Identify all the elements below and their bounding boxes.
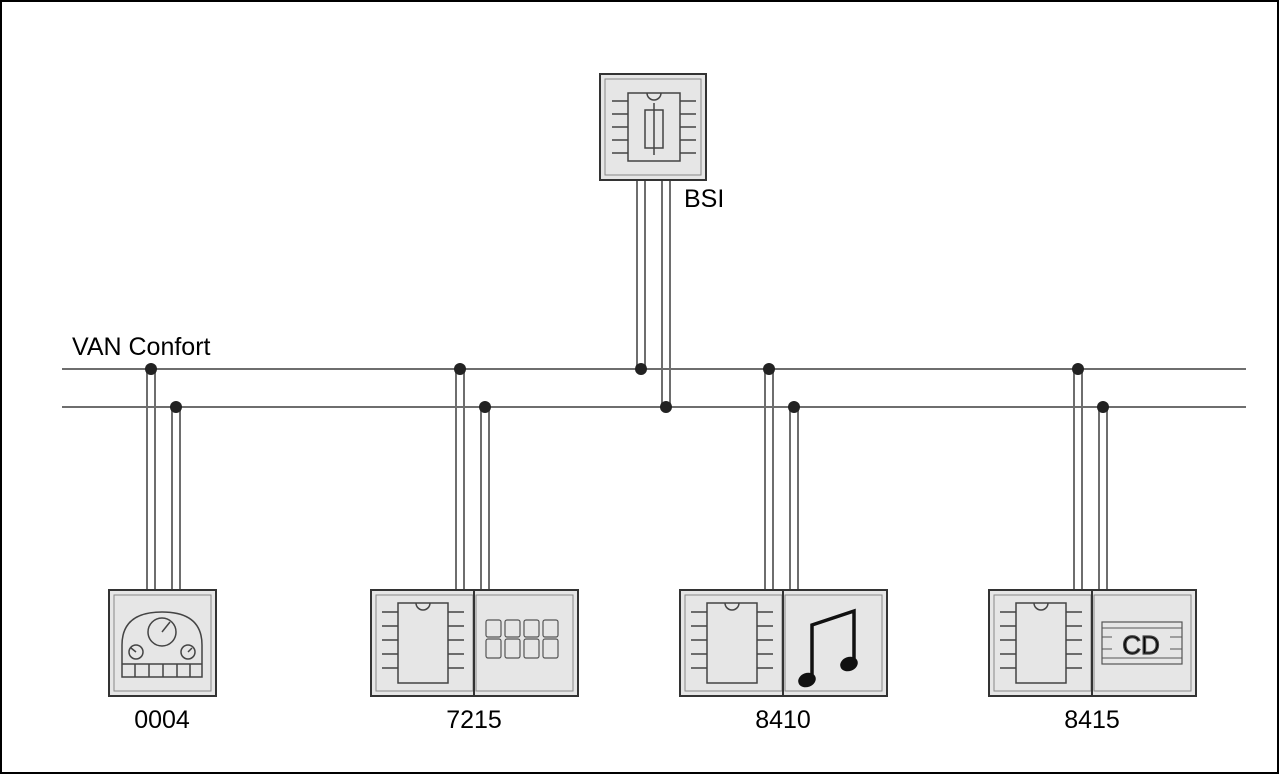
module-7215-label: 7215 xyxy=(446,706,502,734)
module-8410-label: 8410 xyxy=(755,706,811,734)
chip-icon xyxy=(382,602,464,684)
module-8415-label: 8415 xyxy=(1064,706,1120,734)
module-0004-label: 0004 xyxy=(134,706,190,734)
chip-icon xyxy=(1000,602,1082,684)
segment-display-icon xyxy=(485,619,559,659)
device-connections xyxy=(146,369,1108,590)
instrument-cluster-gauge-icon xyxy=(121,611,203,678)
module-7215 xyxy=(370,589,579,697)
junction-dots xyxy=(145,363,1109,413)
bsi-junction-high xyxy=(635,363,647,375)
module-8415: CD xyxy=(988,589,1197,697)
cd-player-icon: CD xyxy=(1101,621,1183,665)
bus-label: VAN Confort xyxy=(72,333,211,361)
bsi-label: BSI xyxy=(684,185,724,213)
chip-icon xyxy=(691,602,773,684)
svg-text:CD: CD xyxy=(1122,630,1160,660)
module-8410 xyxy=(679,589,888,697)
bsi-connection xyxy=(636,180,671,407)
music-note-icon xyxy=(798,608,858,688)
bsi-junction-low xyxy=(660,401,672,413)
van-confort-bus xyxy=(62,368,1246,408)
bsi-module xyxy=(599,73,707,181)
bsi-fuse-module-icon xyxy=(612,92,696,162)
module-0004 xyxy=(108,589,217,697)
